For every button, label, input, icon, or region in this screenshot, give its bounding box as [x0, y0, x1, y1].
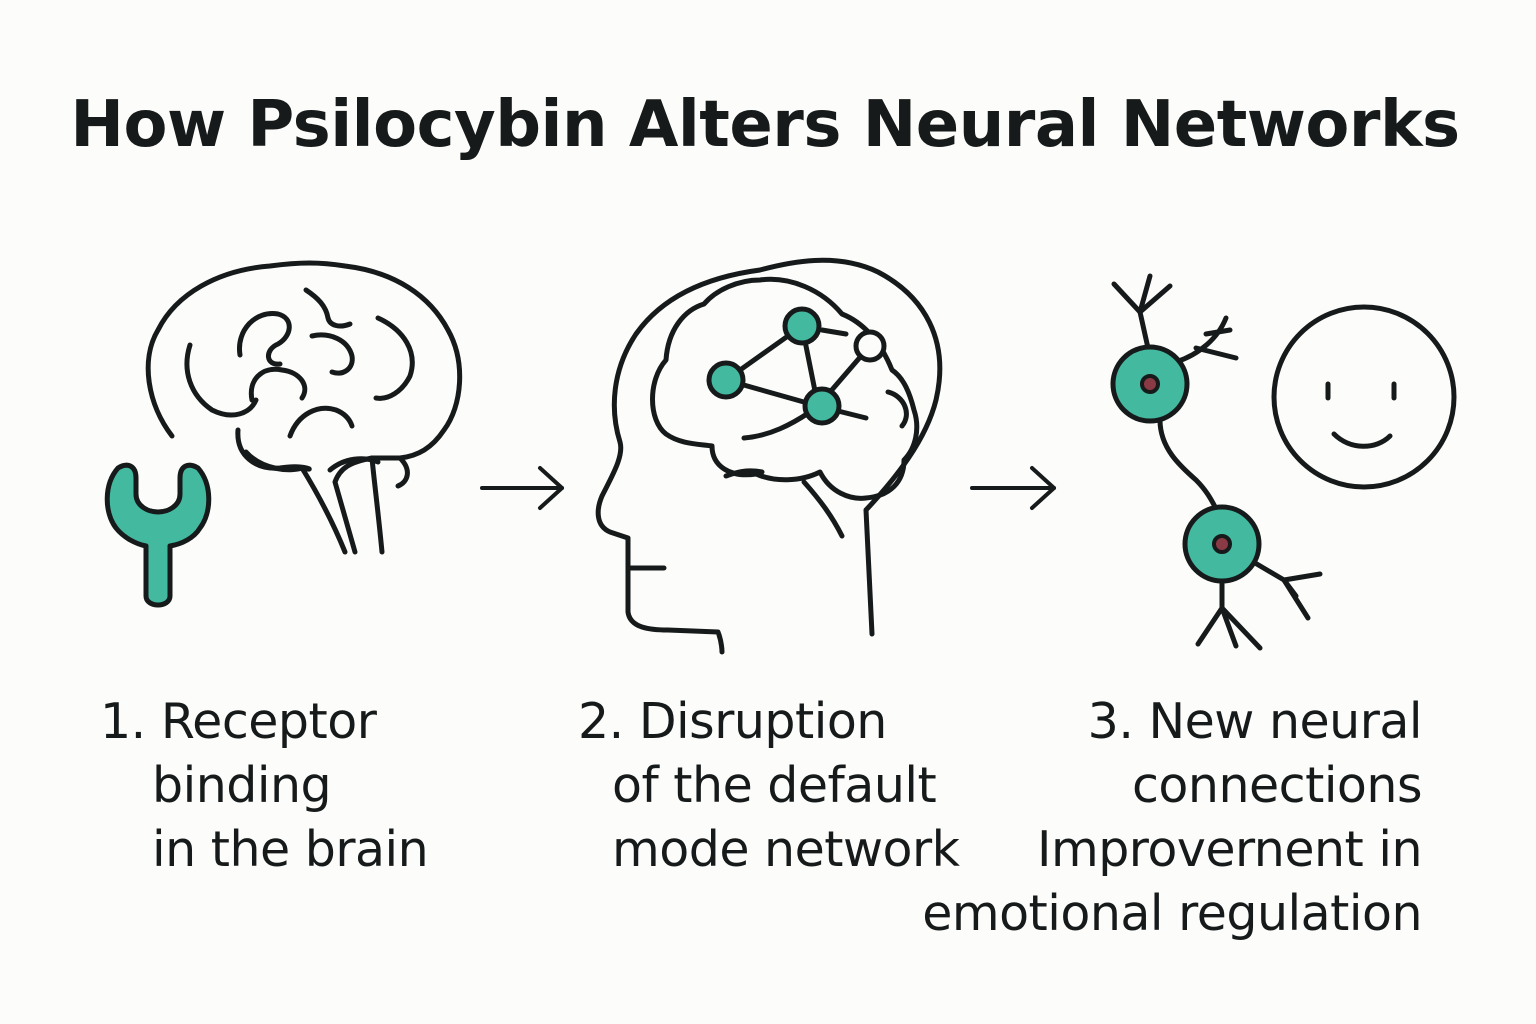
- smiley-face-icon: [1271, 304, 1457, 490]
- step-3-line: emotional regulation: [922, 885, 1422, 942]
- step-1-line: 1. Receptor: [100, 693, 377, 750]
- step-1-line: in the brain: [152, 821, 429, 878]
- neuron-icon: [1110, 273, 1323, 651]
- step-3-line: connections: [1131, 757, 1423, 814]
- step-3-label: 3. New neural connections Improvernent i…: [922, 690, 1422, 946]
- step-3-line: 3. New neural: [1087, 693, 1423, 750]
- step-2-line: mode network: [612, 821, 960, 878]
- inner-brain-outline: [650, 276, 920, 539]
- network-nodes-icon: [706, 306, 887, 426]
- step-2-line: 2. Disruption: [578, 693, 887, 750]
- head-profile-icon: [595, 257, 943, 655]
- step-2-label: 2. Disruption of the default mode networ…: [578, 690, 960, 882]
- arrow-right-icon: [480, 466, 564, 510]
- receptor-key-icon: [104, 462, 212, 608]
- step-1-label: 1. Receptor binding in the brain: [100, 690, 429, 882]
- step-2-line: of the default: [612, 757, 937, 814]
- diagram-title: How Psilocybin Alters Neural Networks: [70, 88, 1460, 162]
- arrow-right-icon: [970, 466, 1056, 510]
- step-1-line: binding: [152, 757, 332, 814]
- brain-icon: [145, 260, 463, 555]
- step-3-line: Improvernent in: [1037, 821, 1422, 878]
